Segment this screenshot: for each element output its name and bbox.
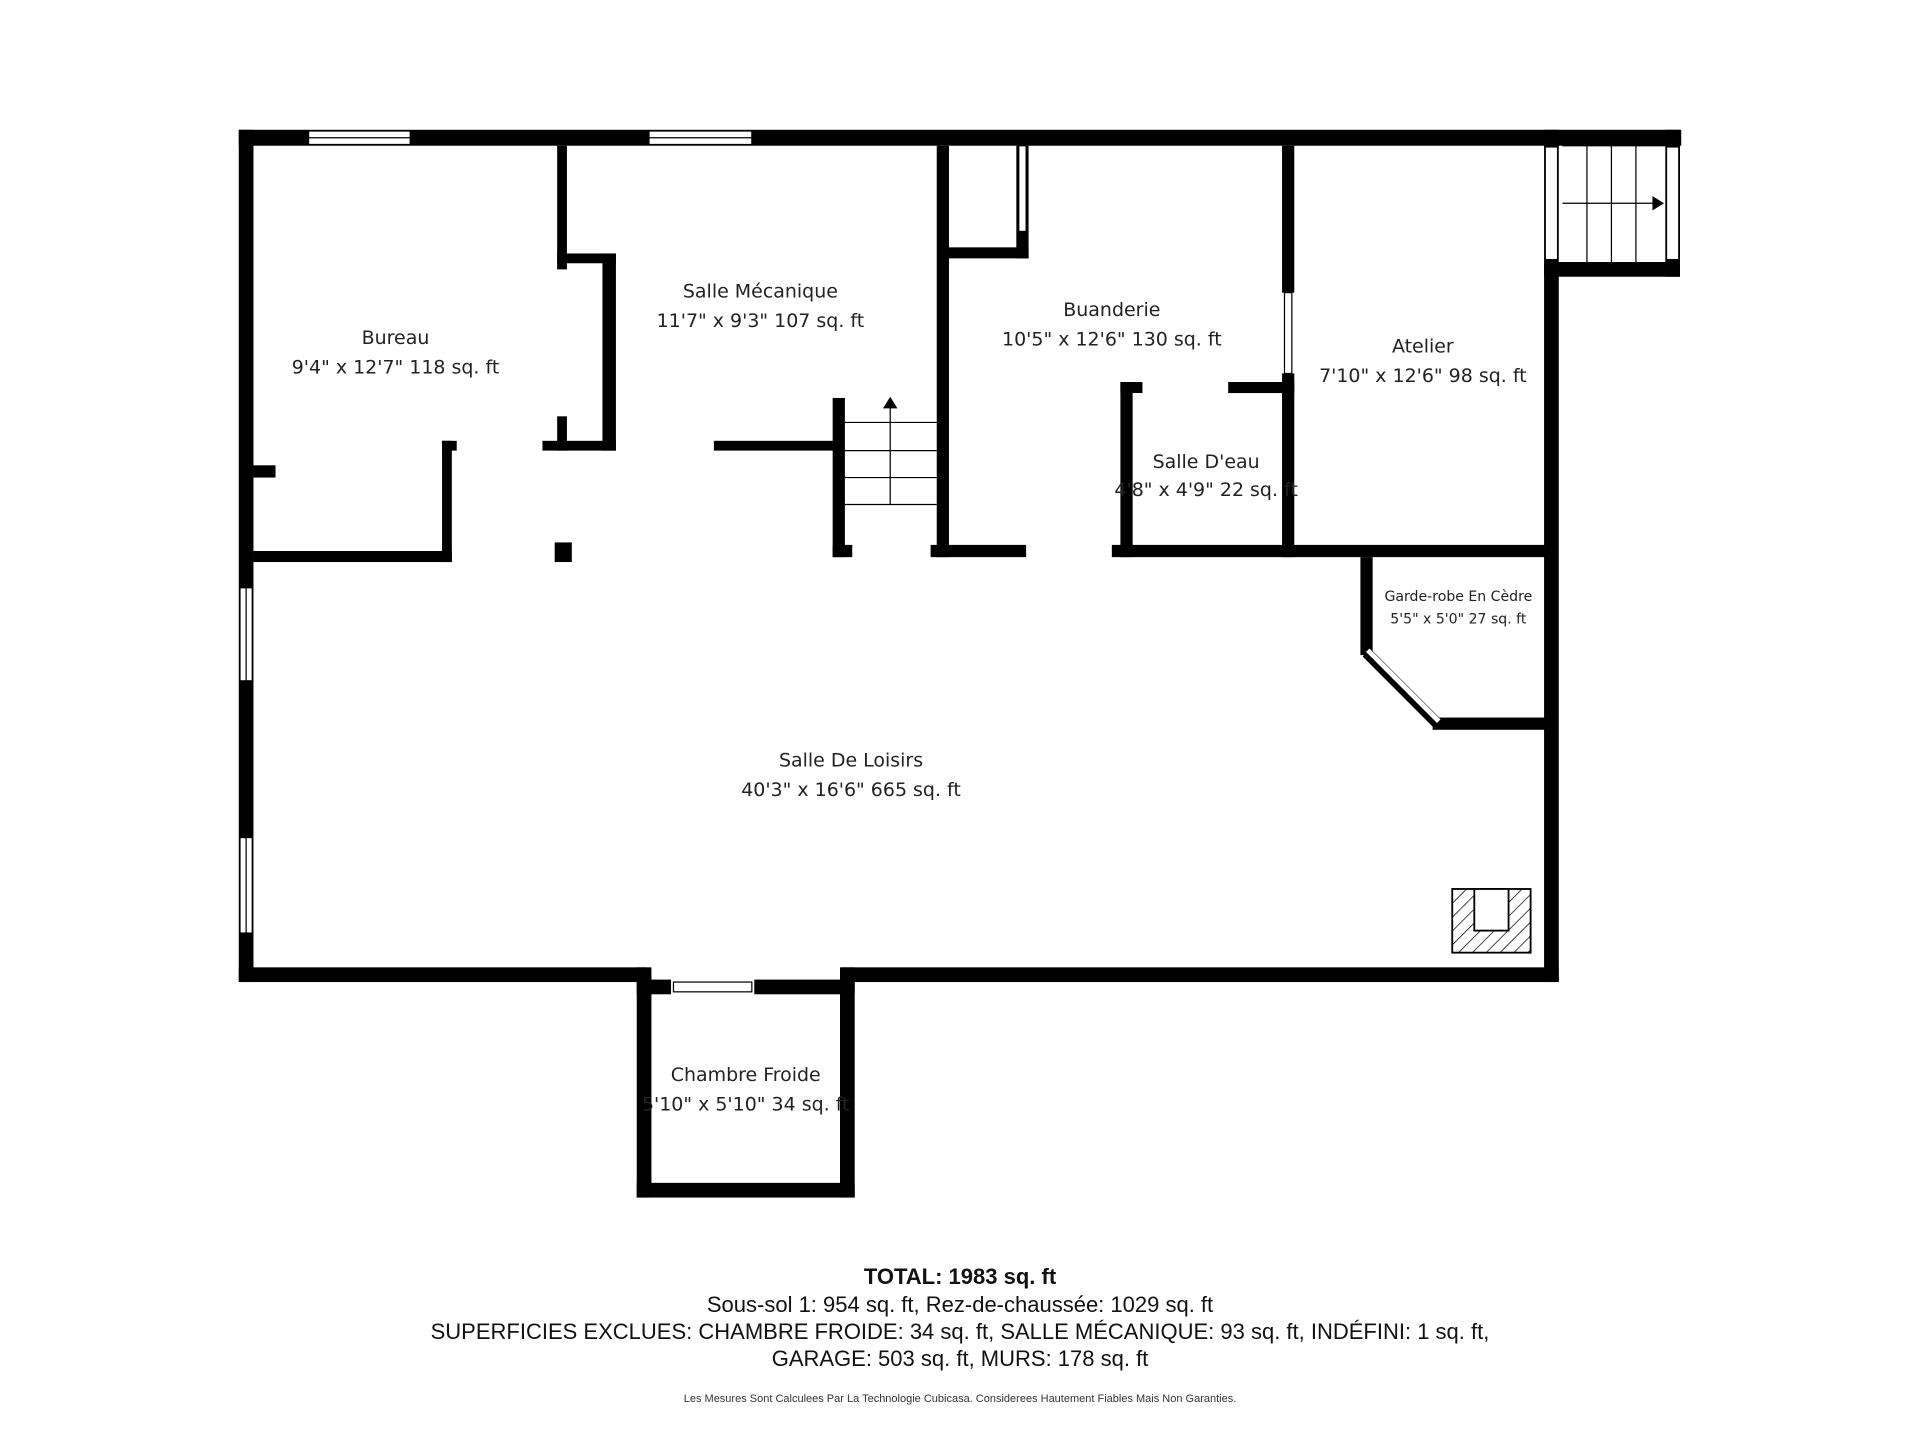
room-dims-bureau: 9'4" x 12'7" 118 sq. ft [292,356,500,378]
excluded-areas: SUPERFICIES EXCLUES: CHAMBRE FROIDE: 34 … [430,1319,1490,1344]
room-dims-atelier: 7'10" x 12'6" 98 sq. ft [1319,365,1527,387]
windows [239,130,1680,993]
diagonal-door [1362,648,1442,728]
room-dims-garde-robe: 5'5" x 5'0" 27 sq. ft [1390,611,1527,627]
room-name-salle-mecanique: Salle Mécanique [683,281,838,303]
total-area: TOTAL: 1983 sq. ft [863,1264,1057,1289]
room-dims-salle-mecanique: 11'7" x 9'3" 107 sq. ft [657,310,865,332]
room-name-atelier: Atelier [1392,336,1454,358]
room-name-salle-de-loisirs: Salle De Loisirs [779,750,923,772]
room-name-chambre-froide: Chambre Froide [671,1064,821,1086]
room-dims-chambre-froide: 5'10" x 5'10" 34 sq. ft [642,1094,850,1116]
room-dims-salle-deau: 4'8" x 4'9" 22 sq. ft [1114,479,1297,501]
room-dims-buanderie: 10'5" x 12'6" 130 sq. ft [1002,328,1222,350]
excluded-areas-cont: GARAGE: 503 sq. ft, MURS: 178 sq. ft [771,1346,1149,1371]
fireplace-icon [1451,888,1532,954]
walls [238,129,1682,1198]
stairs [844,145,1666,506]
room-dims-salle-de-loisirs: 40'3" x 16'6" 665 sq. ft [741,779,961,801]
floor-areas: Sous-sol 1: 954 sq. ft, Rez-de-chaussée:… [706,1292,1214,1317]
disclaimer: Les Mesures Sont Calculees Par La Techno… [683,1393,1237,1405]
room-name-buanderie: Buanderie [1063,299,1160,321]
room-name-salle-deau: Salle D'eau [1153,451,1260,473]
room-name-bureau: Bureau [362,327,430,349]
room-name-garde-robe: Garde-robe En Cèdre [1384,589,1532,605]
